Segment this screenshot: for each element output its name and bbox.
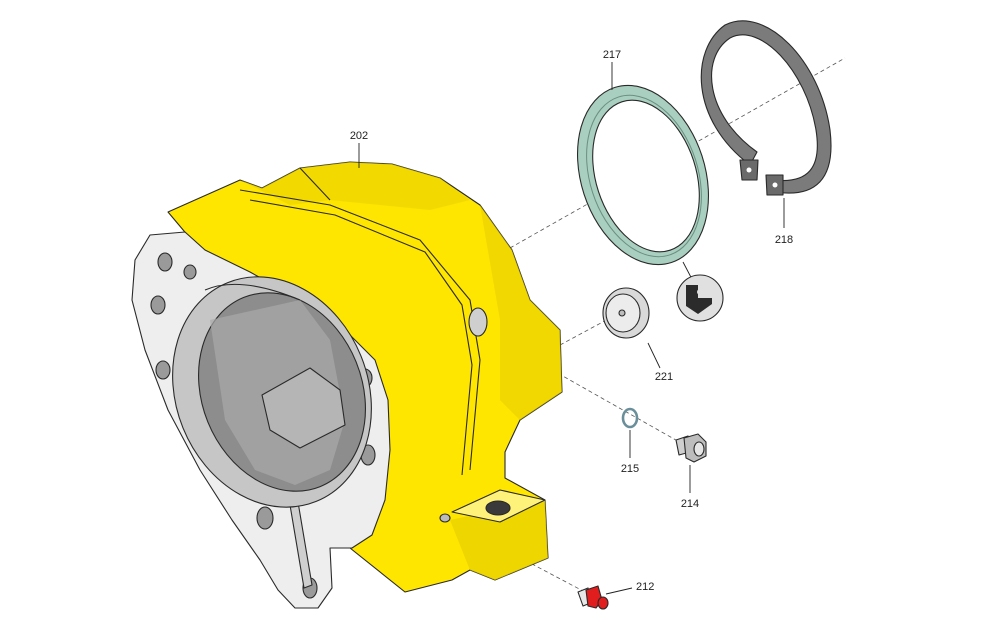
flange-hole-3 (150, 295, 166, 315)
plug-face (693, 441, 705, 457)
callout-202: 202 (350, 130, 368, 168)
callouts: 202 217 218 221 215 214 212 (350, 49, 793, 595)
housing-rib-1 (239, 189, 481, 471)
seal-detail-section (686, 285, 712, 314)
housing-bore-lip (204, 283, 301, 301)
cap-center (618, 309, 626, 317)
callout-label-221: 221 (655, 371, 673, 383)
housing-bore-spline (261, 367, 346, 449)
callout-label-212: 212 (636, 581, 654, 593)
plug-axis-line (484, 331, 691, 449)
housing-rib-3 (299, 167, 331, 201)
callout-218: 218 (775, 198, 793, 246)
o-ring-215 (621, 407, 639, 429)
callout-label-217: 217 (603, 49, 621, 61)
snap-ring-body (700, 20, 832, 194)
housing-rib-2 (249, 199, 473, 476)
plug-214 (675, 433, 707, 463)
flange-hole-4 (155, 360, 171, 380)
callout-label-218: 218 (775, 234, 793, 246)
snap-ring-lug-hole-1 (746, 167, 752, 173)
housing-foot-hole (485, 500, 511, 516)
flange-hole-2 (183, 264, 197, 280)
callout-215: 215 (621, 430, 639, 475)
housing-shade-right (480, 205, 562, 420)
seal-inner-lip (586, 94, 702, 258)
housing-grease-port (439, 513, 451, 523)
callout-212: 212 (605, 581, 654, 595)
housing-side-port (468, 307, 488, 337)
callout-214: 214 (681, 465, 699, 510)
callout-217: 217 (603, 49, 621, 90)
seal-217 (576, 84, 710, 266)
grease-nipple-212 (577, 585, 609, 610)
housing-shade-top (240, 162, 470, 210)
snap-ring-lug-hole-2 (772, 182, 778, 188)
seal-detail-view (676, 261, 724, 322)
snap-ring-218 (700, 20, 832, 196)
callout-221: 221 (647, 342, 673, 383)
callout-label-215: 215 (621, 463, 639, 475)
housing-shade-foot (450, 500, 548, 580)
seal-inner (592, 99, 700, 253)
housing-202 (131, 161, 563, 609)
nipple-head (597, 596, 609, 610)
seal-detail-spring (697, 289, 703, 295)
flange-hole-7 (256, 506, 274, 530)
callout-label-214: 214 (681, 498, 699, 510)
cap-221 (602, 287, 650, 339)
flange-hole-1 (157, 252, 173, 272)
cap-axis-line (559, 316, 613, 346)
callout-label-202: 202 (350, 130, 368, 142)
